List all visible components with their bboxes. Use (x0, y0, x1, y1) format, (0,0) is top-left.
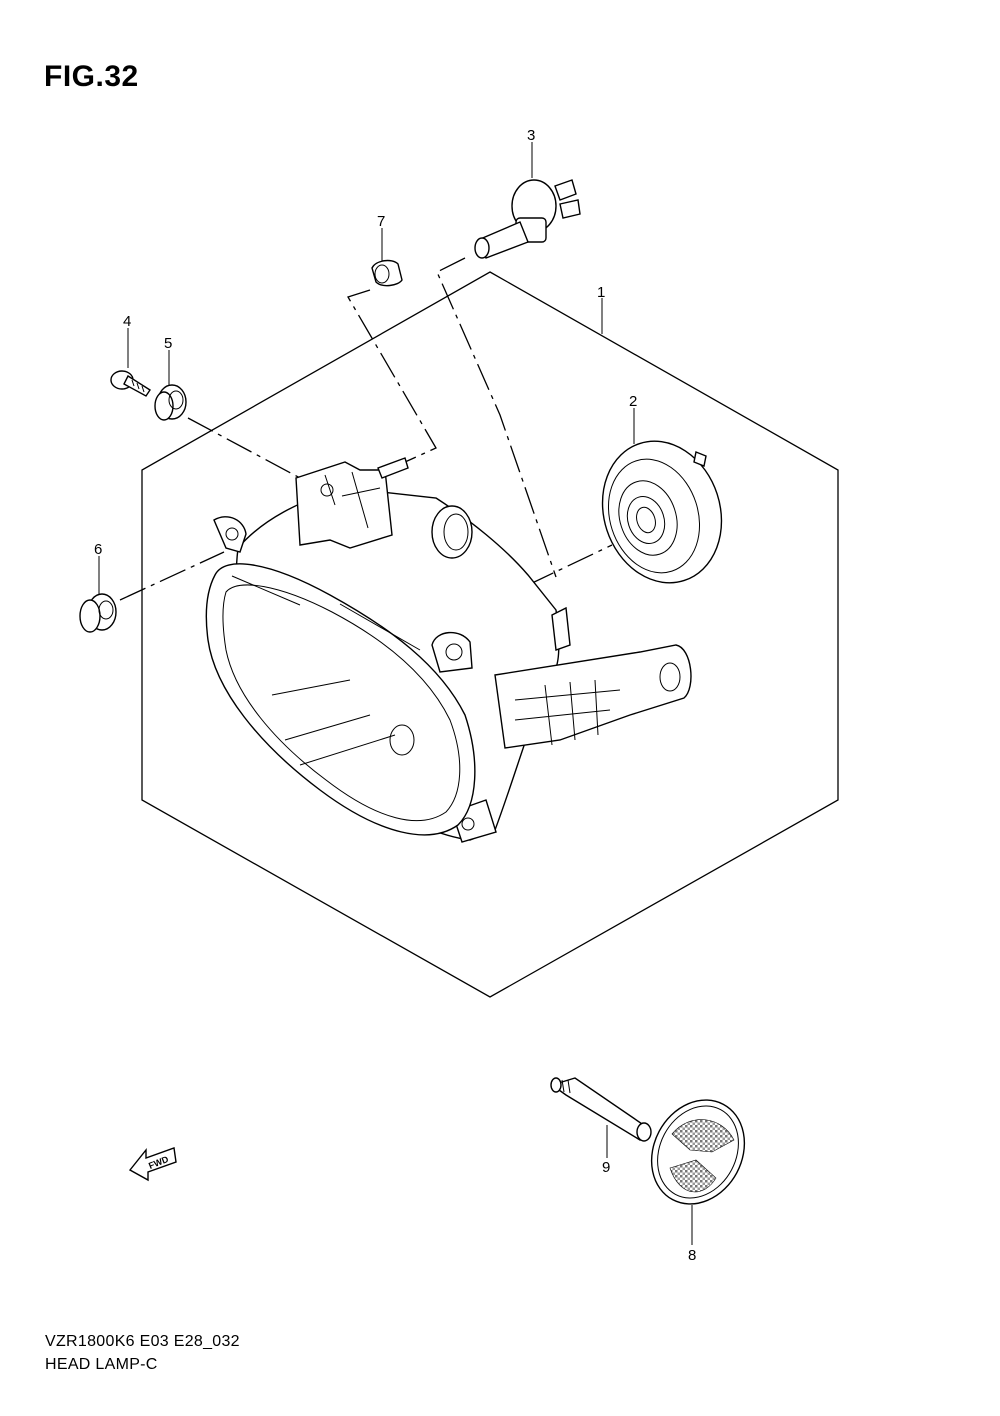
mount-bracket (494, 644, 692, 749)
figure-title: FIG.32 (44, 60, 139, 93)
callout-8: 8 (688, 1247, 696, 1264)
assembly-boundary (141, 271, 839, 998)
grommet-part-6 (79, 593, 117, 633)
callout-2: 2 (629, 393, 637, 410)
halogen-bulb-part-3 (474, 179, 581, 259)
headlamp-lens (205, 563, 476, 836)
screw-part-4 (110, 370, 151, 397)
callout-labels: 1 2 3 4 5 6 7 8 9 (94, 127, 696, 1264)
assembly-paths (119, 257, 613, 601)
callout-1: 1 (597, 284, 605, 301)
stud-part-9 (550, 1077, 652, 1142)
callout-4: 4 (123, 313, 131, 330)
damper-part-5 (154, 384, 187, 421)
socket-cover-part-2 (601, 440, 723, 584)
callout-3: 3 (527, 127, 535, 144)
reflector-part-8 (650, 1099, 746, 1205)
model-code: VZR1800K6 E03 E28_032 (45, 1333, 240, 1350)
fwd-arrow-icon: FWD (128, 1147, 177, 1182)
leader-lines (98, 142, 693, 1245)
callout-5: 5 (164, 335, 172, 352)
section-name: HEAD LAMP-C (45, 1356, 158, 1373)
callout-7: 7 (377, 213, 385, 230)
callout-9: 9 (602, 1159, 610, 1176)
callout-6: 6 (94, 541, 102, 558)
grommet-part-7 (371, 259, 403, 287)
